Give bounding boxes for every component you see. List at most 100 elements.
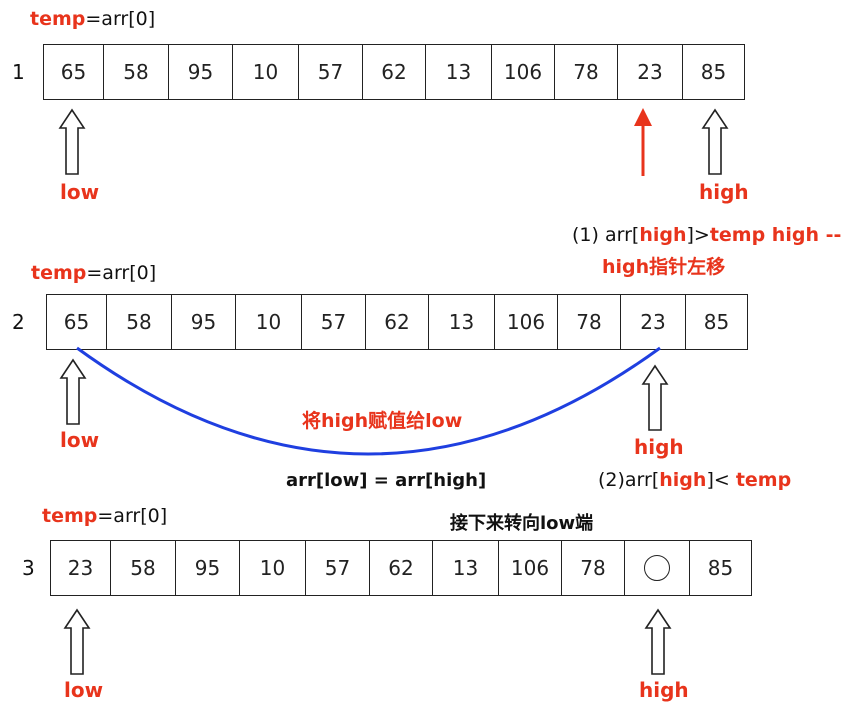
array-cell: 106 xyxy=(492,45,555,99)
assign-curve xyxy=(76,346,661,456)
note-2-high: high xyxy=(659,469,707,491)
array-cell: 85 xyxy=(686,295,748,349)
empty-slot-icon xyxy=(644,555,670,581)
note-2-temp: temp xyxy=(735,469,792,491)
cell-value: 95 xyxy=(187,60,214,84)
array-cell: 23 xyxy=(618,45,683,99)
cell-value: 85 xyxy=(700,60,727,84)
array-cell: 13 xyxy=(429,295,495,349)
cell-value: 62 xyxy=(384,310,410,334)
assign-expr: arr[low] = arr[high] xyxy=(286,470,487,491)
cell-value: 57 xyxy=(317,60,344,84)
note-2: (2)arr[high]< temp xyxy=(598,469,791,491)
temp-word: temp xyxy=(31,262,87,284)
note-1-rest: temp high -- xyxy=(709,224,842,246)
cell-value: 85 xyxy=(703,310,730,334)
low-arrow-icon xyxy=(59,358,87,425)
low-label-3: low xyxy=(64,678,104,702)
cell-value: 23 xyxy=(67,556,94,580)
note-1-line1: (1) arr[high]>temp high -- xyxy=(572,224,841,246)
step-index-3: 3 xyxy=(22,556,35,580)
array-cell: 78 xyxy=(558,295,621,349)
step-index-2: 2 xyxy=(12,310,25,334)
note-1-high: high xyxy=(639,224,687,246)
array-cell: 95 xyxy=(172,295,236,349)
cell-value: 78 xyxy=(573,60,599,84)
low-arrow-icon xyxy=(58,108,86,175)
note-1-prefix: (1) arr[ xyxy=(572,224,640,246)
low-label-1: low xyxy=(60,180,100,204)
cell-value: 10 xyxy=(259,556,286,580)
cell-value: 65 xyxy=(63,310,90,334)
cell-value: 85 xyxy=(707,556,734,580)
cell-value: 58 xyxy=(130,556,156,580)
cell-value: 106 xyxy=(503,60,543,84)
low-arrow-icon xyxy=(63,608,91,675)
cell-value: 65 xyxy=(60,60,87,84)
cell-value: 62 xyxy=(381,60,407,84)
note-2-prefix: (2)arr[ xyxy=(598,469,660,491)
array-cell: 78 xyxy=(555,45,618,99)
cell-value: 57 xyxy=(324,556,351,580)
temp-label-1: temp=arr[0] xyxy=(30,8,155,30)
cell-value: 58 xyxy=(123,60,149,84)
note-1-line2: high指针左移 xyxy=(602,256,726,278)
array-row-1: 65 58 95 10 57 62 13 106 78 23 85 xyxy=(43,44,745,100)
array-cell: 13 xyxy=(433,541,499,595)
array-cell: 57 xyxy=(299,45,363,99)
array-cell: 58 xyxy=(111,541,176,595)
array-cell: 95 xyxy=(169,45,233,99)
cell-value: 23 xyxy=(637,60,663,84)
array-cell: 65 xyxy=(44,45,104,99)
high-label-3: high xyxy=(639,678,689,702)
cell-value: 13 xyxy=(448,310,475,334)
array-cell: 58 xyxy=(107,295,172,349)
high-label-2: high xyxy=(634,435,684,459)
array-cell xyxy=(625,541,690,595)
cell-value: 78 xyxy=(580,556,606,580)
array-cell: 62 xyxy=(370,541,433,595)
array-cell: 106 xyxy=(495,295,558,349)
high-arrow-icon xyxy=(701,108,729,175)
high-label-1: high xyxy=(699,180,749,204)
array-cell: 10 xyxy=(233,45,299,99)
cell-value: 62 xyxy=(388,556,414,580)
red-arrow-icon xyxy=(634,108,652,176)
array-cell: 85 xyxy=(683,45,745,99)
temp-word: temp xyxy=(42,505,98,527)
cell-value: 23 xyxy=(640,310,666,334)
cell-value: 10 xyxy=(252,60,279,84)
array-cell: 13 xyxy=(426,45,492,99)
array-cell: 85 xyxy=(690,541,752,595)
temp-assign: =arr[0] xyxy=(97,505,168,527)
temp-assign: =arr[0] xyxy=(86,262,157,284)
temp-label-3: temp=arr[0] xyxy=(42,505,167,527)
array-cell: 23 xyxy=(51,541,111,595)
array-cell: 57 xyxy=(306,541,370,595)
cell-value: 10 xyxy=(255,310,282,334)
cell-value: 95 xyxy=(194,556,221,580)
temp-word: temp xyxy=(30,8,86,30)
cell-value: 106 xyxy=(510,556,550,580)
temp-label-2: temp=arr[0] xyxy=(31,262,156,284)
assign-label: 将high赋值给low xyxy=(302,410,463,432)
array-cell: 95 xyxy=(176,541,240,595)
array-cell: 57 xyxy=(302,295,366,349)
high-arrow-icon xyxy=(641,364,669,431)
array-cell: 23 xyxy=(621,295,686,349)
array-cell: 106 xyxy=(499,541,562,595)
low-label-2: low xyxy=(60,428,100,452)
high-arrow-icon xyxy=(644,608,672,675)
cell-value: 13 xyxy=(452,556,479,580)
temp-assign: =arr[0] xyxy=(85,8,156,30)
next-label: 接下来转向low端 xyxy=(450,513,594,534)
array-cell: 65 xyxy=(47,295,107,349)
cell-value: 58 xyxy=(126,310,152,334)
array-cell: 10 xyxy=(240,541,306,595)
note-1-mid: ]> xyxy=(686,224,710,246)
note-2-mid: ]< xyxy=(706,469,730,491)
array-cell: 78 xyxy=(562,541,625,595)
array-cell: 58 xyxy=(104,45,169,99)
